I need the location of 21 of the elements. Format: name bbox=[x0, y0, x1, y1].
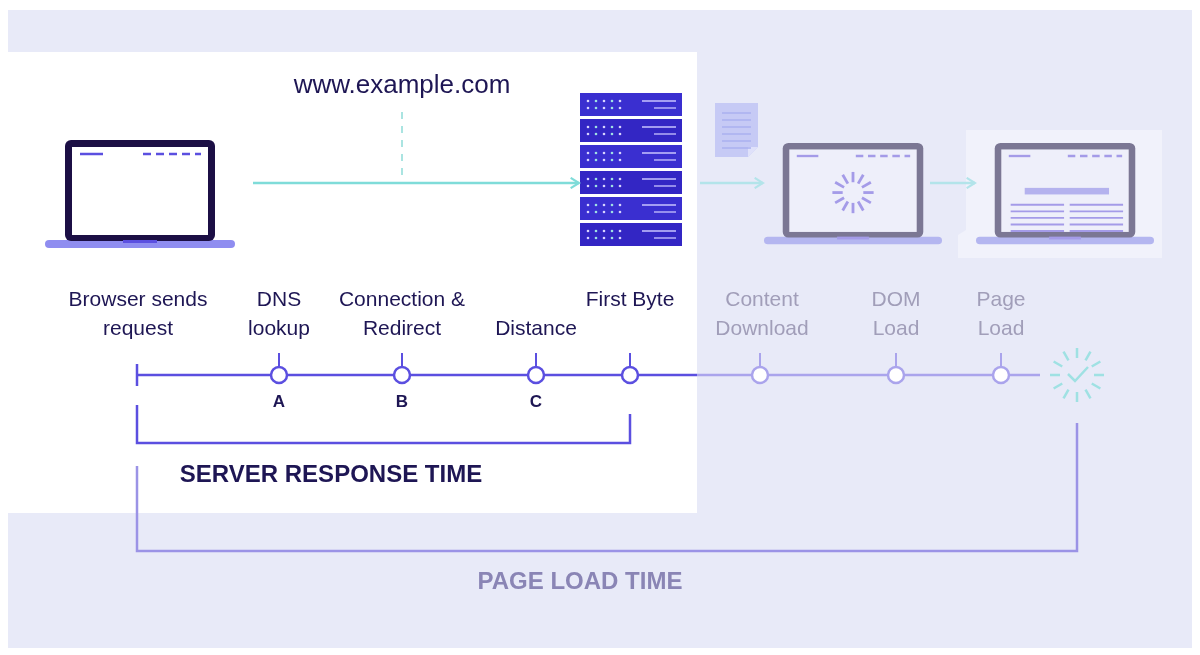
arrow bbox=[930, 176, 977, 190]
step-letter: C bbox=[529, 391, 543, 413]
arrow bbox=[253, 176, 581, 190]
url-label: www.example.com bbox=[293, 70, 511, 99]
step-letter: A bbox=[272, 391, 286, 413]
timeline-label: DNS lookup bbox=[247, 286, 311, 341]
step-letter: B bbox=[395, 391, 409, 413]
timeline-label: Content Download bbox=[714, 286, 810, 341]
timeline-label: First Byte bbox=[585, 286, 675, 312]
timeline-label: Browser sends request bbox=[67, 286, 209, 341]
loaded-laptop-drawing bbox=[976, 141, 1154, 246]
arrow bbox=[700, 176, 765, 190]
laptop-drawing bbox=[45, 138, 235, 250]
timeline-label: Distance bbox=[495, 315, 577, 341]
timeline-label: Page Load bbox=[975, 286, 1027, 341]
server-rack-drawing bbox=[580, 93, 682, 245]
timeline-label: DOM Load bbox=[870, 286, 922, 341]
loading-laptop-drawing bbox=[764, 141, 942, 246]
section-heading: SERVER RESPONSE TIME bbox=[179, 459, 483, 488]
timeline-label: Connection & Redirect bbox=[337, 286, 467, 341]
section-heading: PAGE LOAD TIME bbox=[477, 566, 683, 595]
